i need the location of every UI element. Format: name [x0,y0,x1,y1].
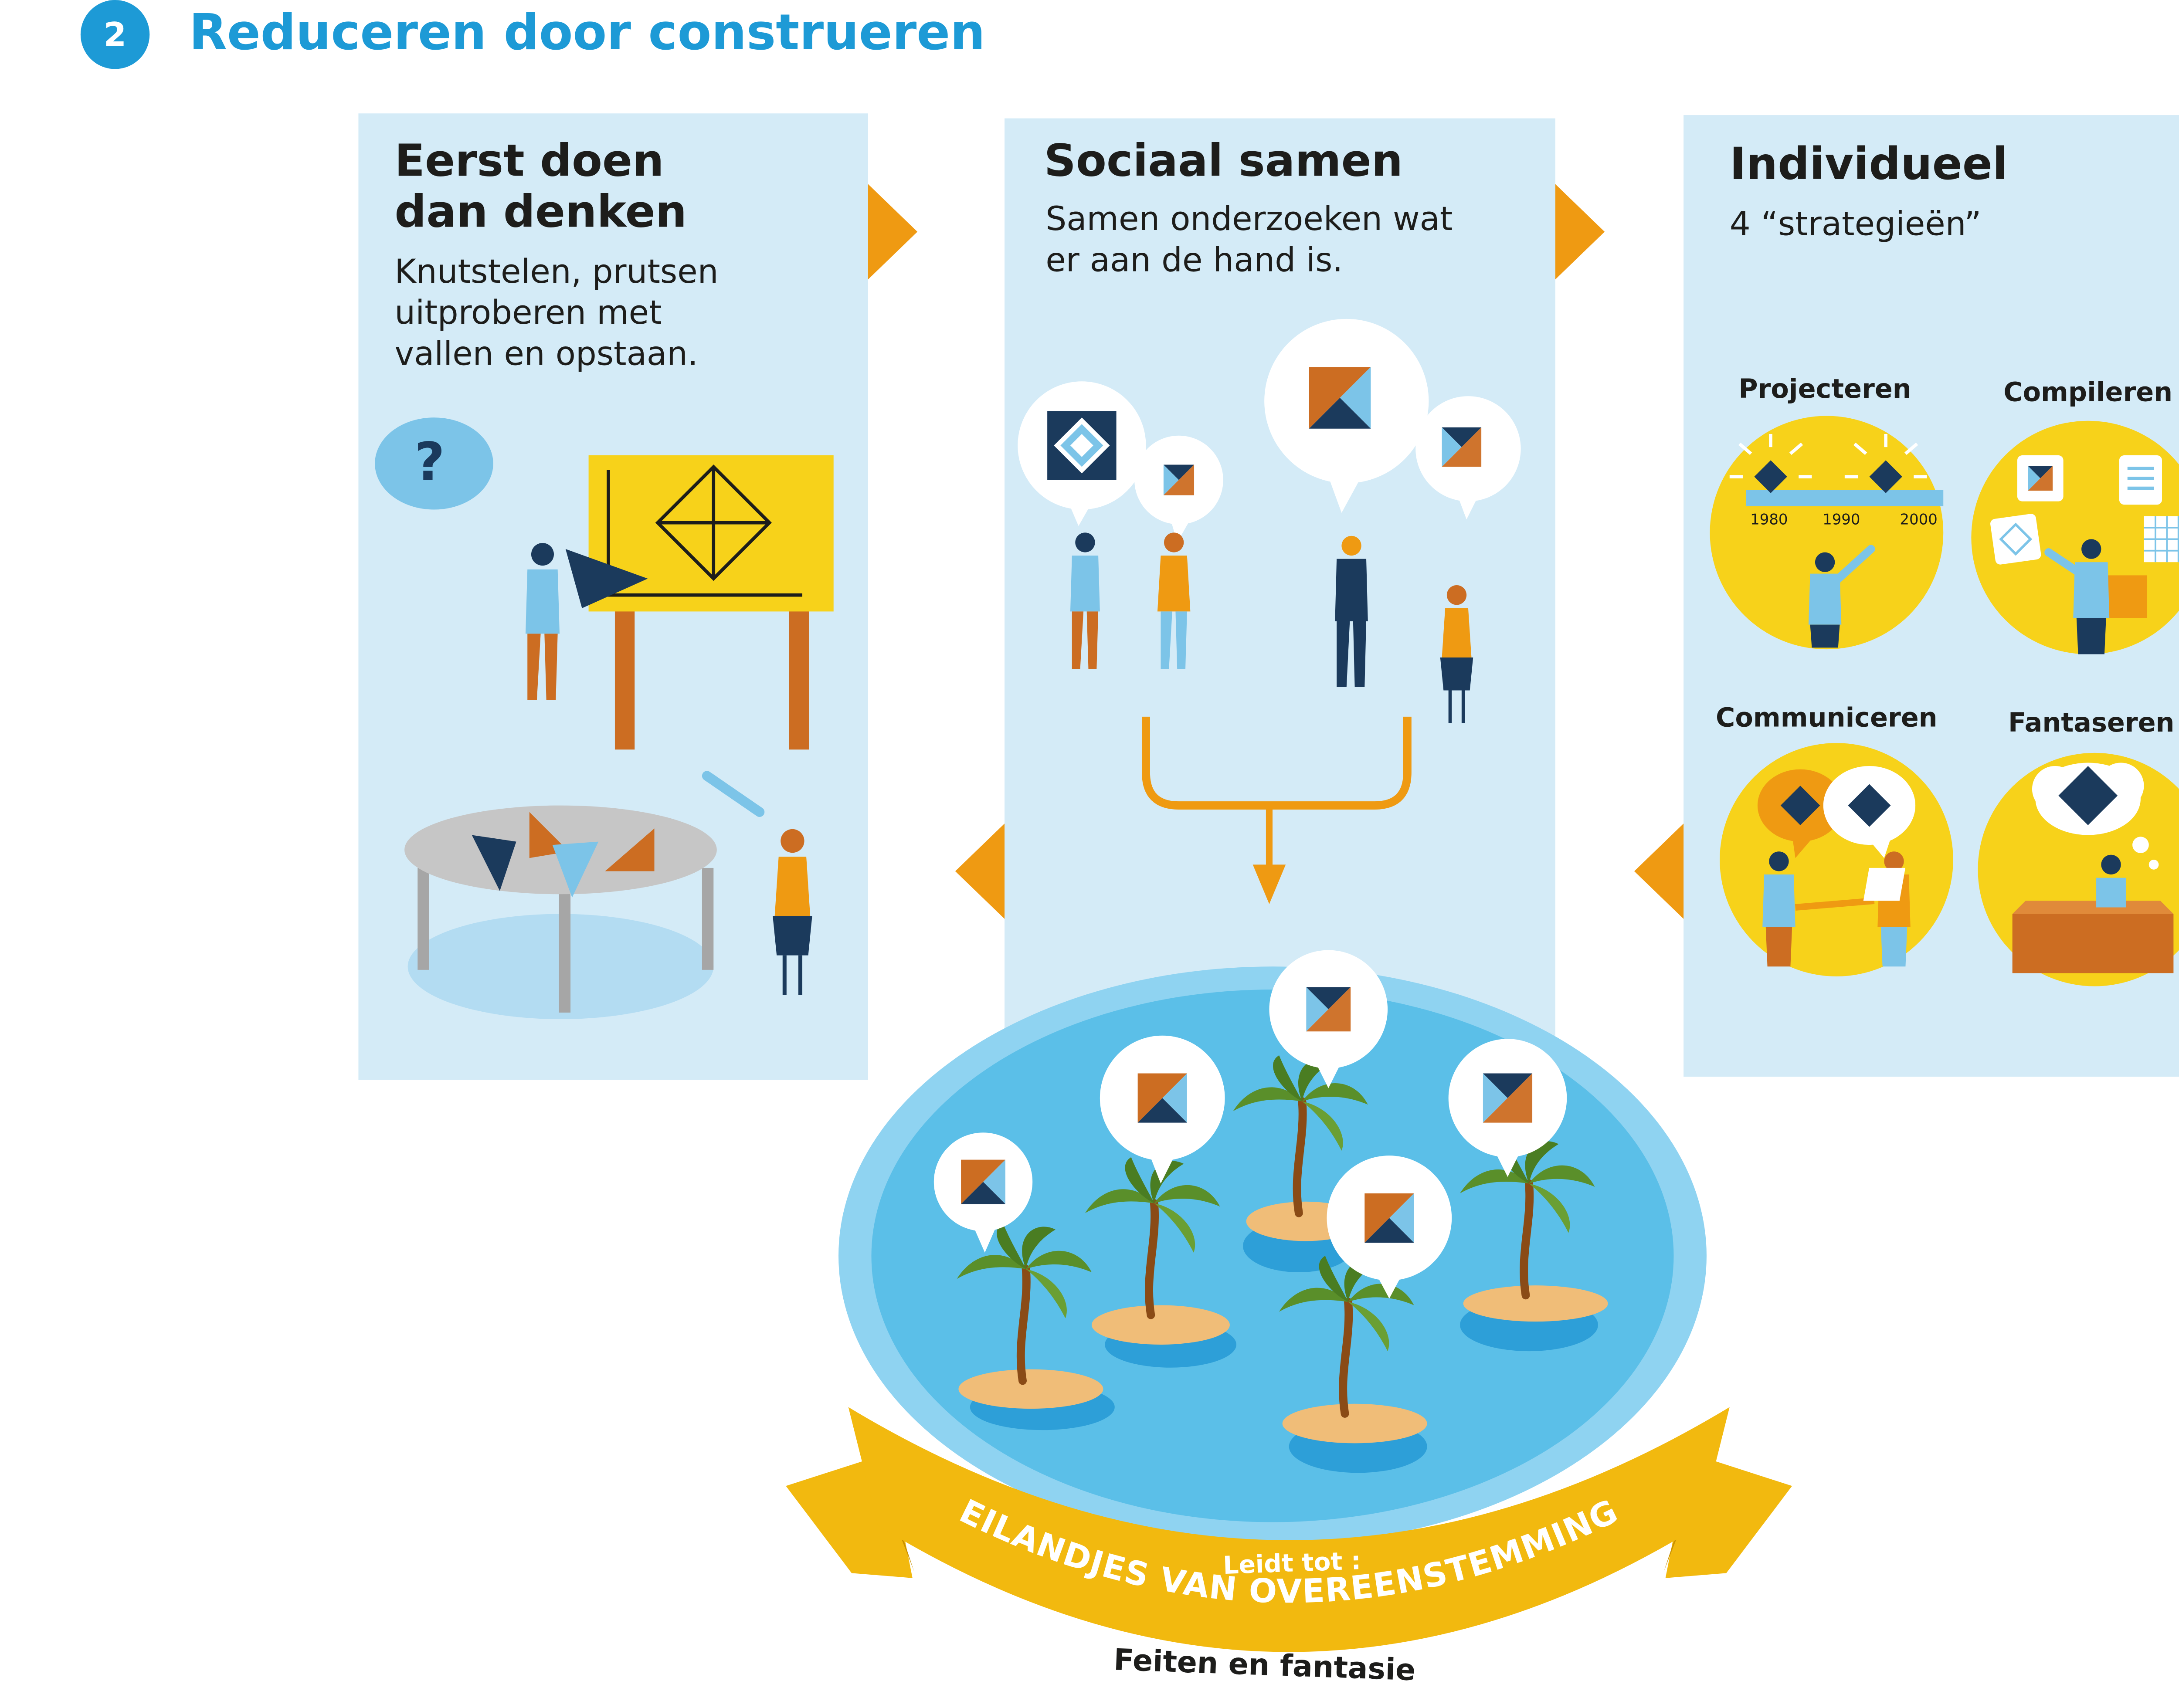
arrow-left-1 [955,824,1005,919]
step-number-badge [80,0,150,69]
panel-1-title-line2: dan denken [394,187,687,239]
ribbon-banner [786,1407,1792,1652]
step-number: 2 [103,14,127,54]
panel-1-body-line2: uitproberen met [394,292,662,332]
panel-2-title: Sociaal samen [1044,136,1403,188]
tangram-bubble [1327,1156,1452,1299]
footer-text: Feiten en fantasie [1113,1643,1416,1688]
arrow-left-2 [1634,824,1684,919]
banner-small-text: Leidt tot : [1222,1546,1361,1580]
strategy-label-communiceren: Communiceren [1716,702,1938,733]
panel-1-title-line1: Eerst doen [394,136,664,188]
strategy-label-compileren: Compileren [2003,376,2173,408]
panel-2-body-line2: er aan de hand is. [1045,240,1343,280]
table-illustration [404,805,717,1020]
strategy-compileren-icon [1971,420,2179,654]
speech-bubble-icon [1415,396,1521,520]
island [1085,1157,1236,1368]
easel-illustration [565,455,834,750]
strategy-label-projecteren: Projecteren [1738,373,1911,405]
merge-arrow [1142,716,1412,810]
timeline-label-1980: 1980 [1750,513,1788,529]
speech-bubble-icon [1264,319,1429,513]
timeline-label-1990: 1990 [1823,513,1860,529]
tangram-bubble [1100,1035,1225,1184]
panel-3-body: 4 “strategieën” [1729,203,1982,244]
panel-3-title: Individueel [1729,139,2008,191]
pencil-icon [702,771,765,817]
island [957,1223,1115,1430]
island [1279,1256,1427,1473]
lightbulb-icon [1844,434,1927,493]
thought-cloud-icon [2032,762,2159,870]
island [1460,1138,1608,1352]
timeline-label-2000: 2000 [1900,513,1938,529]
page-title: Reduceren door construeren [189,5,985,63]
strategy-label-fantaseren: Fantaseren [2008,707,2175,738]
panel-1-body-line3: vallen en opstaan. [394,333,698,373]
arrow-right-2 [1555,184,1605,280]
panel-2-body-line1: Samen onderzoeken wat [1045,199,1453,239]
strategy-fantaseren-icon [1863,752,2179,986]
panel-1-body-line1: Knutstelen, prutsen [394,251,719,291]
merge-arrowhead [1252,864,1286,904]
tangram-bubble [1269,950,1388,1088]
strategy-projecteren-icon [1710,416,1944,650]
tangram-bubble [1448,1039,1567,1177]
strategy-communiceren-icon [1720,743,1953,976]
question-mark: ? [414,430,445,493]
arrow-right-1 [868,184,918,280]
tangram-bubble [933,1132,1033,1253]
question-bubble-icon [375,417,493,510]
lightbulb-icon [1729,434,1812,493]
speech-bubble-icon [1757,766,1916,858]
speech-bubble-icon [1018,381,1146,526]
